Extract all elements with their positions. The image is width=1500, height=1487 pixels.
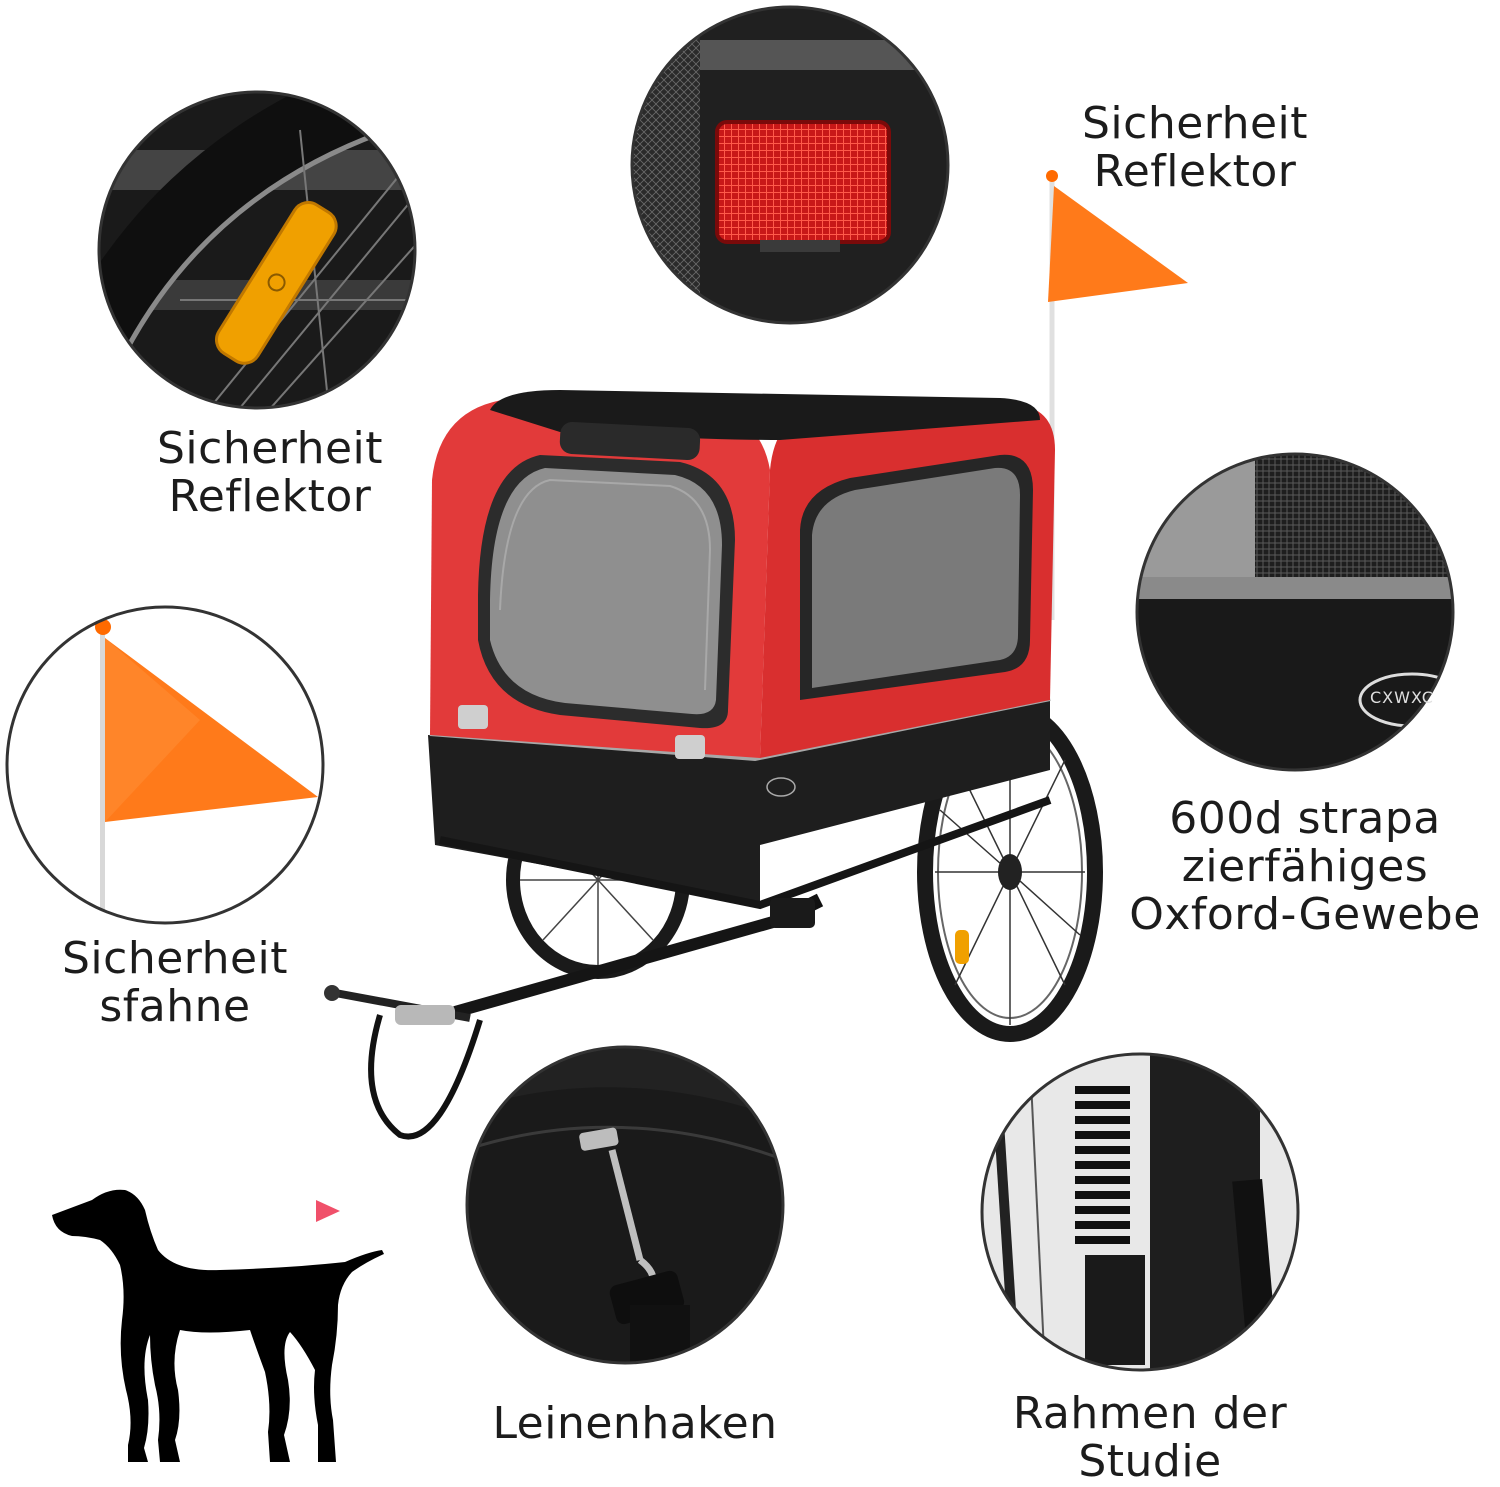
safety-flag-detail (5, 605, 325, 925)
label-frame-line1: Rahmen der (1012, 1388, 1288, 1439)
label-frame-line2: Studie (1078, 1436, 1222, 1487)
label-oxford-fabric: 600d strapa zierfähiges Oxford-Gewebe (1120, 795, 1490, 939)
wheel-reflector-detail (97, 90, 417, 410)
label-frame: Rahmen der Studie (985, 1390, 1315, 1486)
label-reflector-left-line1: Sicherheit (156, 423, 384, 474)
label-leash-hook: Leinenhaken (470, 1400, 800, 1448)
fabric-logo: CXWXC (1370, 688, 1434, 707)
label-reflector-top-line2: Reflektor (1093, 146, 1297, 197)
frame-suspension-detail (980, 1052, 1300, 1372)
trailer-flag (1048, 186, 1188, 302)
label-safety-flag-line1: Sicherheit (61, 933, 289, 984)
label-reflector-left-line2: Reflektor (168, 471, 372, 522)
oxford-fabric-detail (1135, 452, 1455, 772)
label-safety-flag-line2: sfahne (99, 981, 251, 1032)
label-reflector-top-line1: Sicherheit (1081, 98, 1309, 149)
label-leash-hook-line1: Leinenhaken (492, 1398, 778, 1449)
label-oxford-fabric-line3: Oxford-Gewebe (1129, 889, 1481, 940)
pointer-arrow-icon (316, 1200, 340, 1222)
label-oxford-fabric-line1: 600d strapa (1169, 793, 1441, 844)
label-safety-flag: Sicherheit sfahne (40, 935, 310, 1031)
label-oxford-fabric-line2: zierfähiges (1181, 841, 1429, 892)
dog-trailer (324, 170, 1188, 1140)
dog-silhouette (52, 1189, 384, 1462)
label-reflector-left: Sicherheit Reflektor (130, 425, 410, 521)
rear-reflector-detail (630, 5, 950, 325)
leash-hook-detail (465, 1045, 785, 1365)
label-reflector-top: Sicherheit Reflektor (1060, 100, 1330, 196)
